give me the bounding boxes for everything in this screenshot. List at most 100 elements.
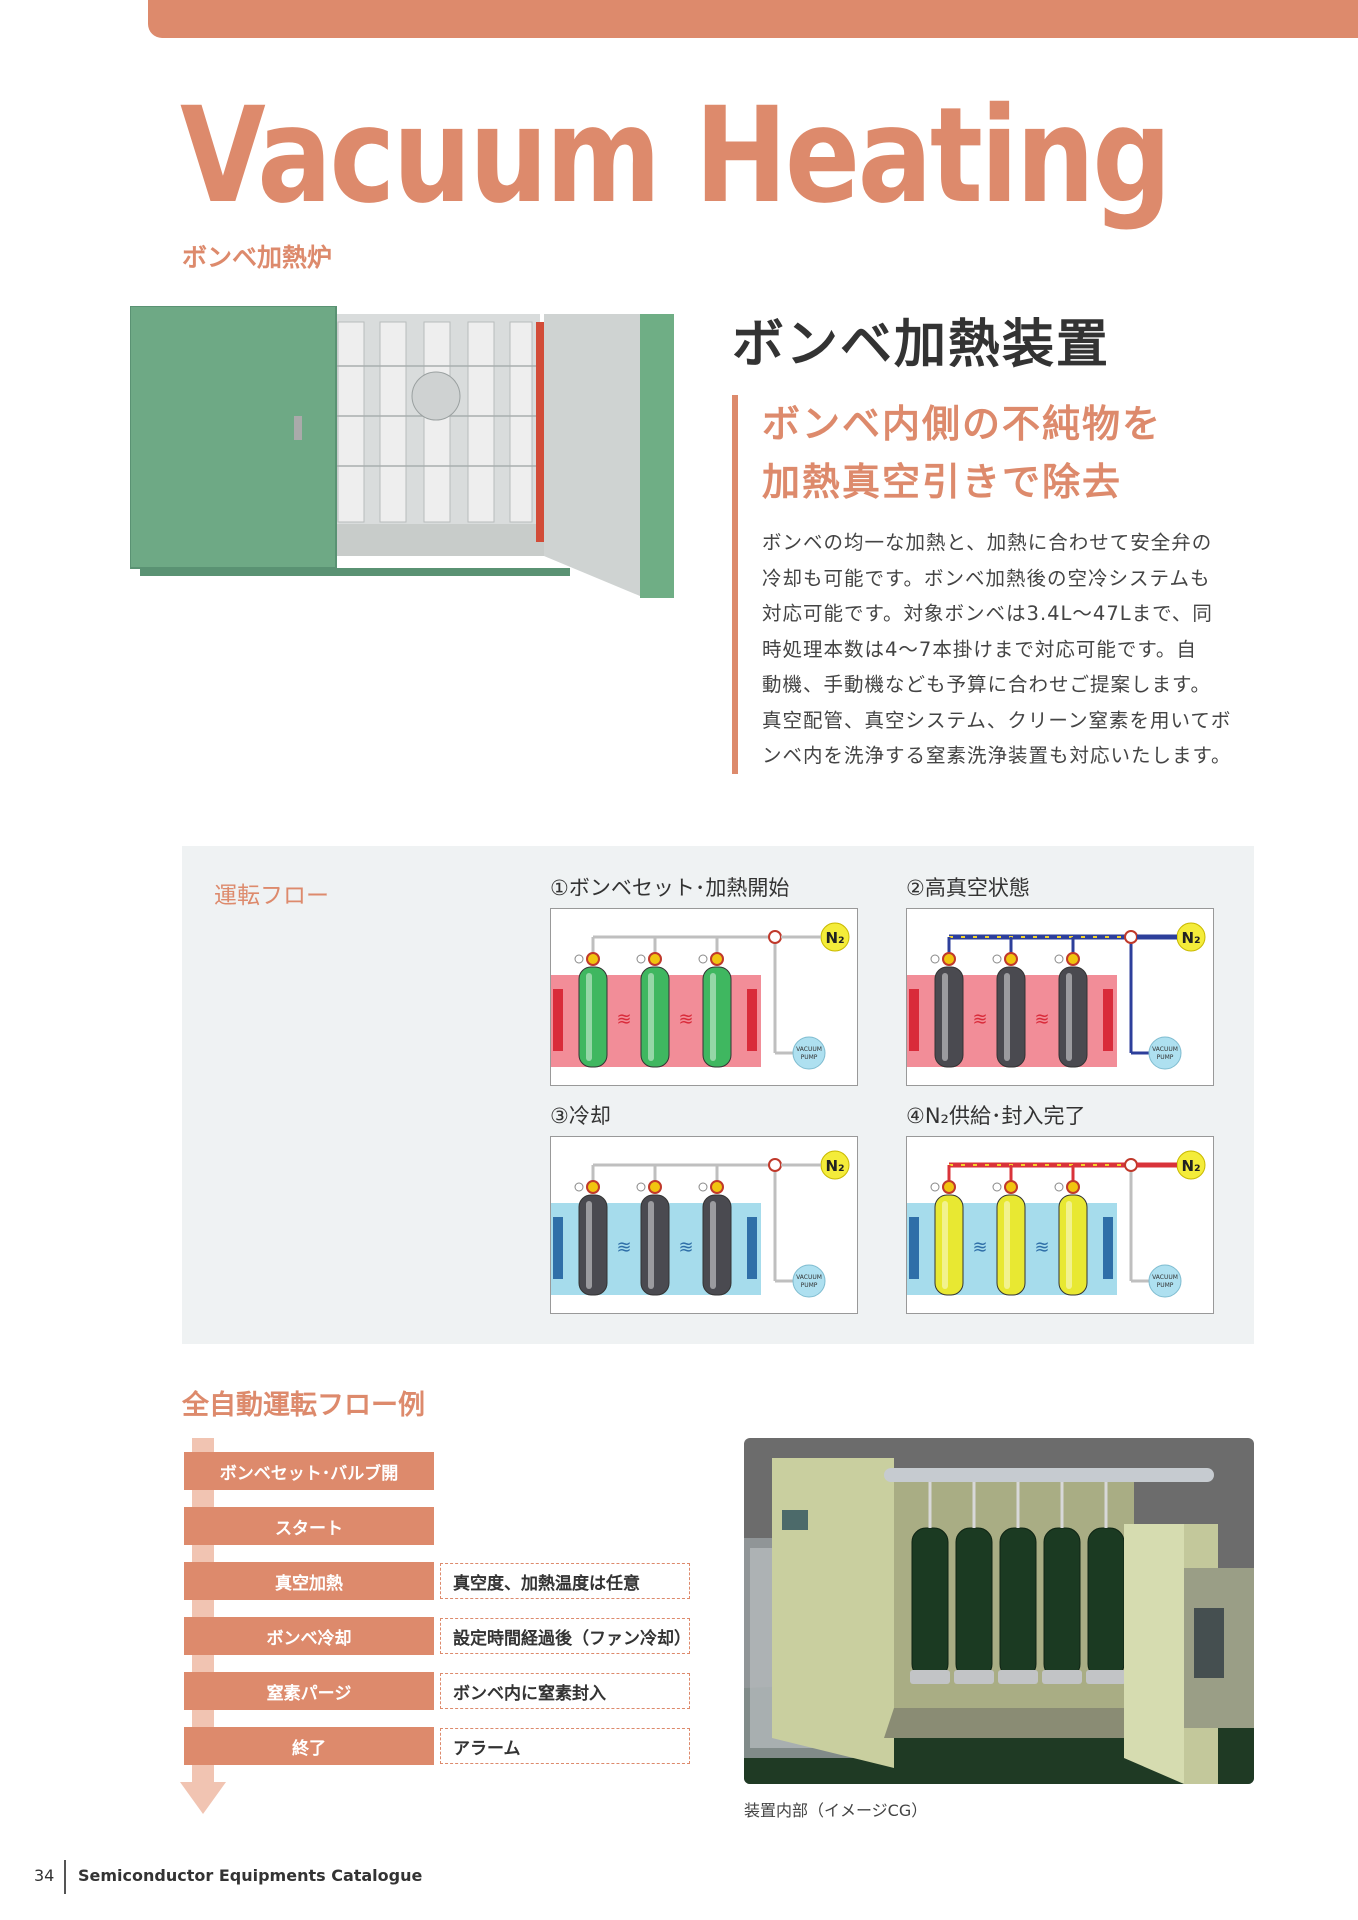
cylinder (934, 966, 964, 1068)
cylinder (1058, 966, 1088, 1068)
description-line: 動機、手動機なども予算に合わせご提案します。 (762, 673, 1212, 696)
heater-left (909, 989, 919, 1051)
description-line: 時処理本数は4～7本掛けまで対応可能です。自 (762, 637, 1197, 661)
cylinder (934, 1194, 964, 1296)
valve-icon (710, 1180, 724, 1194)
n2-label: N₂ (825, 1157, 844, 1175)
cylinder-highlight (648, 973, 654, 1061)
cylinder (640, 966, 670, 1068)
valve-icon (768, 1158, 782, 1172)
auto-step: 真空加熱 (184, 1562, 434, 1600)
n2-label: N₂ (1181, 929, 1200, 947)
accent-line: 加熱真空引きで除去 (762, 460, 1123, 504)
cylinder-highlight (586, 973, 592, 1061)
gauge-icon (992, 1182, 1002, 1192)
valve-icon (1066, 1180, 1080, 1194)
valve-icon (710, 952, 724, 966)
accent-line: ボンベ内側の不純物を (762, 402, 1163, 446)
pump-label: PUMP (1157, 1282, 1174, 1289)
page-title: Vacuum Heating (180, 79, 1172, 233)
vacuum-pump (792, 1036, 826, 1070)
heater-right (1103, 1217, 1113, 1279)
product-heading: ボンベ加熱装置 (732, 315, 1111, 375)
page-number: 34 (34, 1866, 55, 1885)
auto-step: 窒素パージ (184, 1672, 434, 1710)
step-title: ②高真空状態 (906, 876, 1030, 900)
footer-divider (64, 1860, 66, 1894)
vacuum-pump (792, 1264, 826, 1298)
auto-step: ボンベ冷却 (184, 1617, 434, 1655)
flow-label: 運転フロー (214, 883, 329, 909)
heater-left (553, 989, 563, 1051)
gauge-icon (930, 954, 940, 964)
description-line: ンベ内を洗浄する窒素洗浄装置も対応いたします。 (762, 744, 1232, 767)
n2-label: N₂ (825, 929, 844, 947)
pump-label: PUMP (801, 1282, 818, 1289)
heater-left (553, 1217, 563, 1279)
cylinder-highlight (710, 1201, 716, 1289)
cylinder-highlight (1066, 973, 1072, 1061)
vacuum-pump (1148, 1036, 1182, 1070)
equipment-cg-image (744, 1438, 1254, 1784)
wave-icon: ≋ (1034, 1009, 1049, 1030)
cylinder (702, 966, 732, 1068)
wave-icon: ≋ (972, 1009, 987, 1030)
pump-label: PUMP (1157, 1054, 1174, 1061)
valve-icon (1066, 952, 1080, 966)
pump-label: VACUUM (796, 1046, 822, 1053)
cylinder (578, 966, 608, 1068)
gauge-icon (698, 954, 708, 964)
product-photo (129, 305, 682, 598)
gauge-icon (636, 1182, 646, 1192)
cylinder-highlight (1004, 1201, 1010, 1289)
valve-icon (1124, 930, 1138, 944)
gauge-icon (930, 1182, 940, 1192)
n2-label: N₂ (1181, 1157, 1200, 1175)
down-arrow-icon (180, 1782, 226, 1814)
auto-step: ボンベセット･バルブ開 (184, 1452, 434, 1490)
auto-step: 終了 (184, 1727, 434, 1765)
gauge-icon (698, 1182, 708, 1192)
wave-icon: ≋ (616, 1237, 631, 1258)
heater-right (747, 1217, 757, 1279)
wave-icon: ≋ (972, 1237, 987, 1258)
footer-catalogue-title: Semiconductor Equipments Catalogue (78, 1866, 423, 1885)
pump-label: VACUUM (1152, 1046, 1178, 1053)
gauge-icon (1054, 954, 1064, 964)
cylinder-highlight (710, 973, 716, 1061)
wave-icon: ≋ (678, 1237, 693, 1258)
intro-accent-block: ボンベ内側の不純物を 加熱真空引きで除去 ボンベの均一な加熱と、加熱に合わせて安… (732, 395, 1292, 774)
vacuum-pump (1148, 1264, 1182, 1298)
cylinder (996, 1194, 1026, 1296)
cg-caption: 装置内部（イメージCG） (744, 1801, 928, 1820)
heater-right (747, 989, 757, 1051)
auto-step-note: 真空度、加熱温度は任意 (440, 1563, 690, 1599)
pump-label: PUMP (801, 1054, 818, 1061)
cylinder-highlight (586, 1201, 592, 1289)
valve-icon (648, 952, 662, 966)
valve-icon (942, 952, 956, 966)
auto-step-note: 設定時間経過後（ファン冷却） (440, 1618, 691, 1654)
intro-section: ボンベ加熱装置 ボンベ内側の不純物を 加熱真空引きで除去 ボンベの均一な加熱と、… (732, 302, 1292, 774)
intro-description: ボンベの均一な加熱と、加熱に合わせて安全弁の 冷却も可能です。ボンベ加熱後の空冷… (762, 525, 1292, 774)
description-line: 冷却も可能です。ボンベ加熱後の空冷システムも (762, 566, 1211, 590)
wave-icon: ≋ (616, 1009, 631, 1030)
step-title: ③冷却 (550, 1104, 611, 1128)
valve-icon (942, 1180, 956, 1194)
cylinder-highlight (942, 1201, 948, 1289)
auto-flow-title: 全自動運転フロー例 (182, 1390, 425, 1421)
description-line: 対応可能です。対象ボンベは3.4L～47Lまで、同 (762, 602, 1213, 625)
wave-icon: ≋ (1034, 1237, 1049, 1258)
pump-label: VACUUM (796, 1274, 822, 1281)
gauge-icon (1054, 1182, 1064, 1192)
gauge-icon (636, 954, 646, 964)
cylinder (578, 1194, 608, 1296)
heater-right (1103, 989, 1113, 1051)
cylinder-highlight (1004, 973, 1010, 1061)
step-title: ①ボンベセット･加熱開始 (550, 876, 790, 900)
cylinder (702, 1194, 732, 1296)
valve-icon (648, 1180, 662, 1194)
